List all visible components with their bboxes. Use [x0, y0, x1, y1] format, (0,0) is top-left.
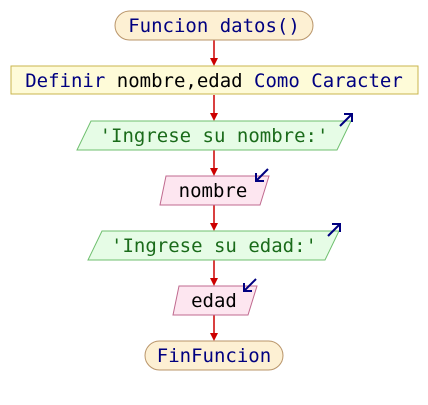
output2-shape	[87, 230, 340, 261]
output-arrow-icon	[327, 223, 341, 237]
start-node: Funcion datos()	[114, 10, 314, 41]
define-type: Caracter	[311, 70, 403, 92]
start-label: Funcion datos()	[128, 15, 300, 37]
input1-shape	[159, 175, 270, 206]
output1-shape	[76, 120, 352, 151]
end-shape	[144, 340, 284, 371]
end-node: FinFuncion	[144, 340, 284, 371]
define-keyword-como: Como	[254, 70, 300, 92]
input1-label: nombre	[179, 180, 248, 202]
start-shape	[114, 10, 314, 41]
input2-label: edad	[191, 290, 237, 312]
input-arrow-icon	[255, 168, 269, 182]
output-arrow-icon	[339, 113, 353, 127]
input-arrow-icon	[243, 278, 257, 292]
input1-node: nombre	[159, 168, 270, 206]
output2-label: 'Ingrese su edad:'	[111, 235, 317, 257]
define-label: Definir nombre,edad Como Caracter	[25, 70, 403, 92]
define-vars: nombre,edad	[117, 70, 243, 92]
output1-label: 'Ingrese su nombre:'	[100, 125, 329, 147]
input2-shape	[172, 285, 258, 316]
define-keyword-definir: Definir	[25, 70, 105, 92]
define-node: Definir nombre,edad Como Caracter	[10, 65, 419, 95]
define-shape	[10, 65, 419, 95]
end-label: FinFuncion	[157, 345, 271, 367]
input2-node: edad	[172, 278, 258, 316]
output1-node: 'Ingrese su nombre:'	[76, 113, 353, 151]
output2-node: 'Ingrese su edad:'	[87, 223, 341, 261]
